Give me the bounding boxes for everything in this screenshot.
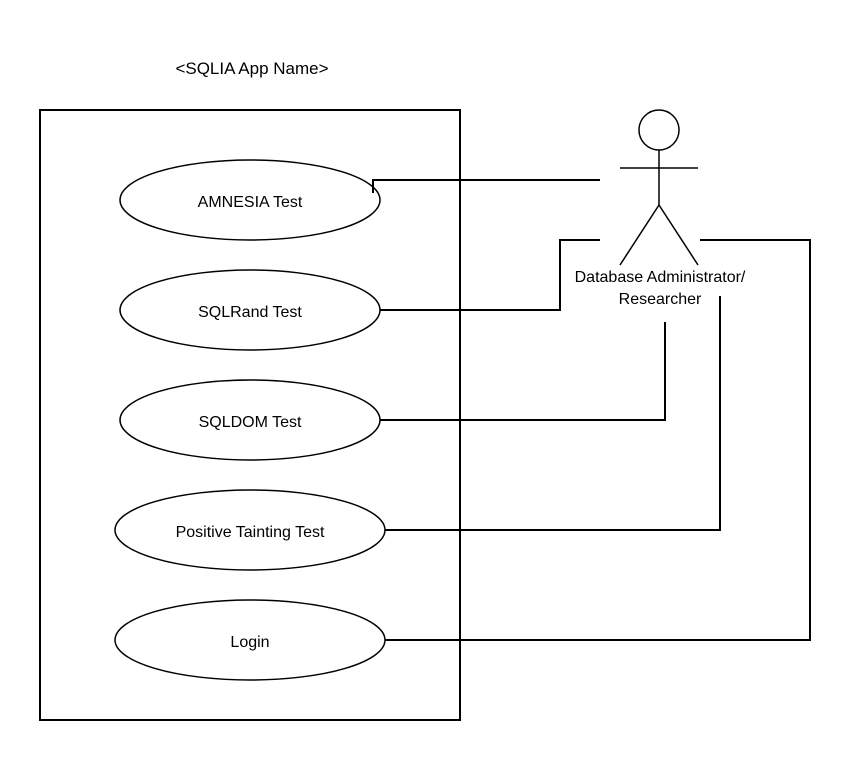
system-title: <SQLIA App Name> (175, 59, 328, 78)
use-case-ellipse (119, 159, 381, 241)
use-case-label: Positive Tainting Test (176, 524, 325, 541)
association-sqldom-test (380, 322, 666, 421)
association-login (385, 239, 811, 641)
use-case-label: SQLRand Test (198, 304, 302, 321)
use-case-positive-tainting-test[interactable]: Positive Tainting Test (114, 489, 386, 571)
association-sqlrand-test (380, 239, 600, 311)
use-case-amnesia-test[interactable]: AMNESIA Test (119, 159, 381, 241)
association-positive-tainting-test (385, 296, 721, 531)
actor-head (638, 109, 680, 151)
use-case-sqlrand-test[interactable]: SQLRand Test (119, 269, 381, 351)
actor-label-line2: Researcher (619, 291, 702, 308)
use-case-login[interactable]: Login (114, 599, 386, 681)
actor-right-leg (658, 204, 699, 266)
use-case-label: Login (230, 634, 269, 651)
actor-label-line1: Database Administrator/ (575, 269, 746, 286)
association-amnesia-test (372, 179, 600, 193)
actor-figure (619, 109, 699, 266)
use-case-sqldom-test[interactable]: SQLDOM Test (119, 379, 381, 461)
system-boundary (39, 109, 461, 721)
actor-left-leg (619, 204, 660, 266)
use-case-label: AMNESIA Test (198, 194, 303, 211)
use-case-label: SQLDOM Test (199, 414, 302, 431)
